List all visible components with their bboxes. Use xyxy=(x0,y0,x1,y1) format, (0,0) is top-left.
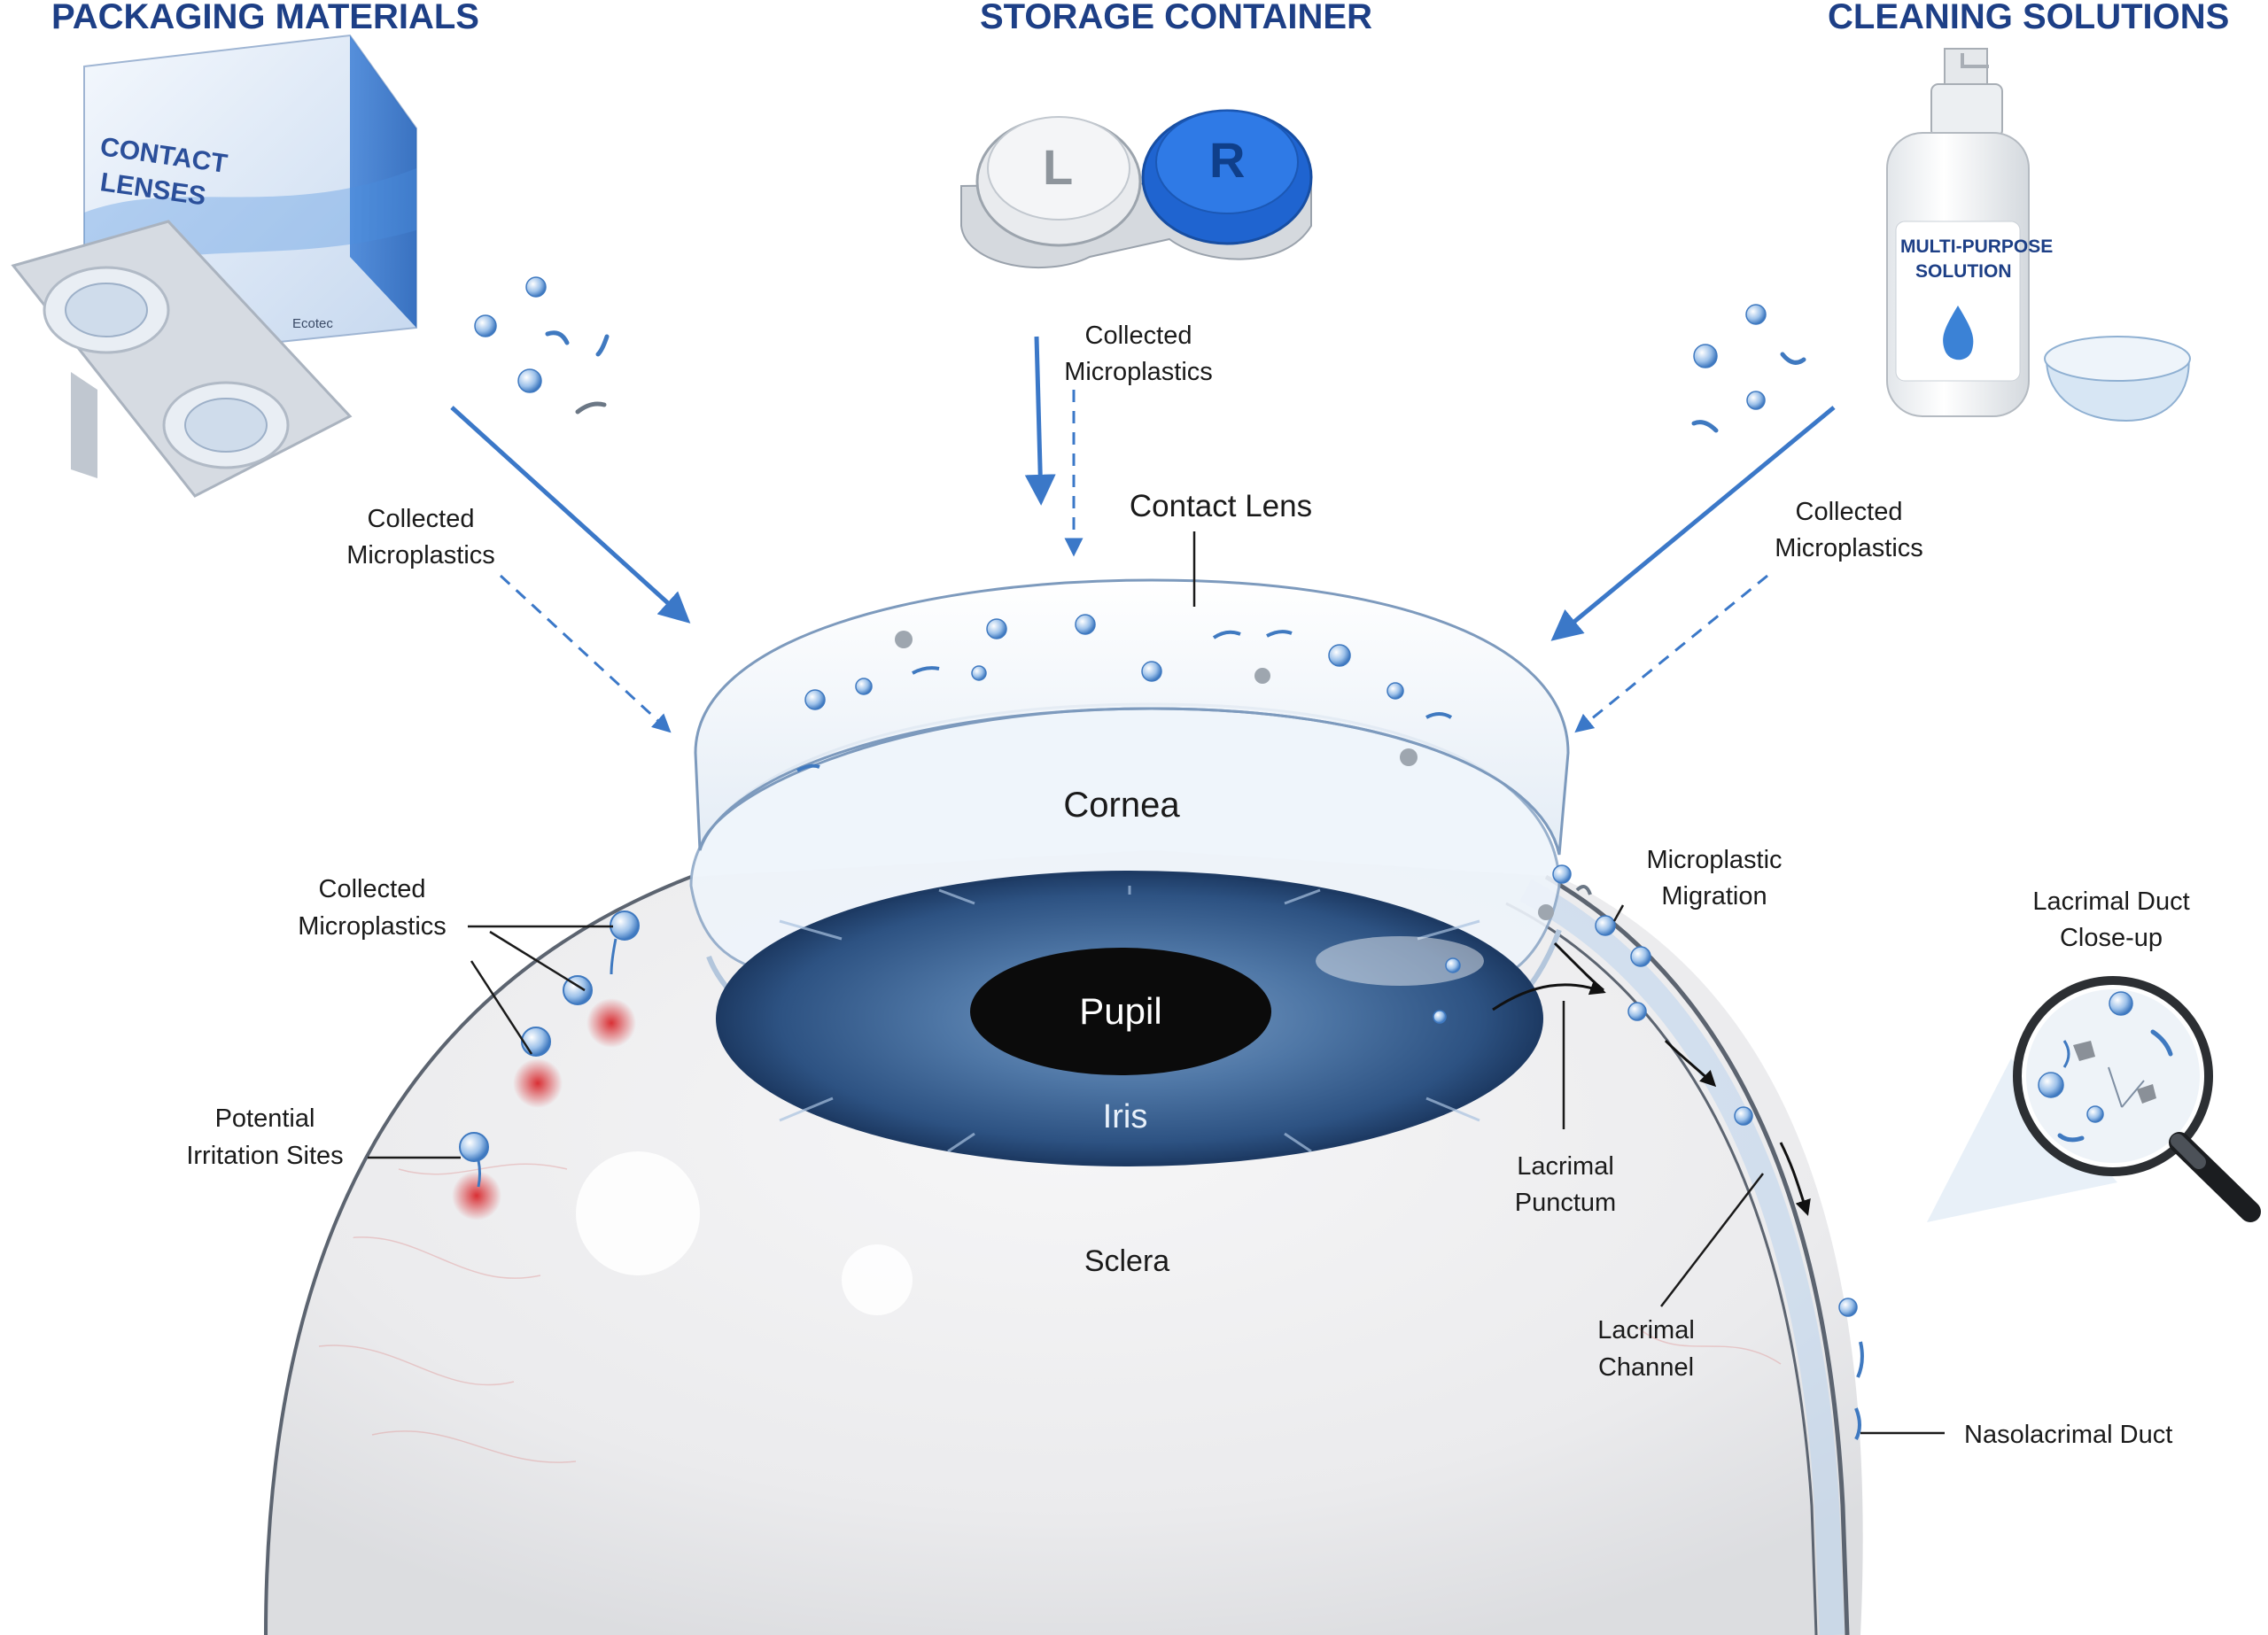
collected-packaging-l2: Microplastics xyxy=(346,541,495,570)
sclera-label: Sclera xyxy=(1084,1244,1169,1278)
collected-packaging-l1: Collected xyxy=(368,505,475,533)
blister-pack xyxy=(11,220,353,498)
collected-eye-l2: Microplastics xyxy=(298,912,447,941)
case-left-letter: L xyxy=(1043,139,1073,195)
collected-eye-l1: Collected xyxy=(319,875,426,903)
source-arrows xyxy=(450,336,1836,733)
storage-heading: STORAGE CONTAINER xyxy=(980,0,1372,36)
channel-l2: Channel xyxy=(1598,1353,1694,1382)
closeup-l2: Close-up xyxy=(2060,924,2163,952)
punctum-l2: Punctum xyxy=(1515,1189,1616,1217)
collected-storage-l1: Collected xyxy=(1085,322,1192,350)
case-right-letter: R xyxy=(1209,132,1245,188)
bottle-label-line2: SOLUTION xyxy=(1915,261,2012,282)
closeup-l1: Lacrimal Duct xyxy=(2032,887,2189,916)
nasolacrimal-label: Nasolacrimal Duct xyxy=(1964,1421,2172,1449)
solution-bottle: MULTI-PURPOSE SOLUTION xyxy=(1886,48,2191,422)
punctum-l1: Lacrimal xyxy=(1517,1152,1614,1181)
migration-l1: Microplastic xyxy=(1646,846,1782,874)
bottle-label-line1: MULTI-PURPOSE xyxy=(1900,236,2053,257)
collected-cleaning-l2: Microplastics xyxy=(1775,534,1923,562)
lacrimal-channel xyxy=(1505,874,1864,1635)
pupil xyxy=(970,948,1271,1075)
irritation-l2: Irritation Sites xyxy=(186,1142,343,1170)
droplet-icon xyxy=(1943,306,1974,360)
packaging-heading: PACKAGING MATERIALS xyxy=(51,0,479,36)
irritation-sites xyxy=(452,910,640,1220)
contact-lens-label: Contact Lens xyxy=(1130,489,1312,523)
channel-l1: Lacrimal xyxy=(1597,1316,1695,1344)
cornea-label: Cornea xyxy=(1063,786,1180,825)
collected-cleaning-l1: Collected xyxy=(1796,498,1903,526)
leader-lines xyxy=(368,531,1945,1435)
floating-particles xyxy=(474,276,1806,433)
irritation-l1: Potential xyxy=(215,1104,315,1133)
pupil-label: Pupil xyxy=(1079,990,1161,1032)
iris-label: Iris xyxy=(1103,1098,1148,1135)
collected-storage-l2: Microplastics xyxy=(1064,358,1213,386)
contact-lens xyxy=(694,578,1570,856)
box-side-mark: Ecotec xyxy=(292,316,333,331)
migration-l2: Migration xyxy=(1661,882,1767,910)
migration-particles xyxy=(1433,864,1651,1024)
cleaning-heading: CLEANING SOLUTIONS xyxy=(1828,0,2229,36)
lens-storage-case: L R xyxy=(960,109,1313,268)
lacrimal-closeup-magnifier xyxy=(1927,976,2261,1222)
migration-arrows xyxy=(1492,941,1811,1216)
